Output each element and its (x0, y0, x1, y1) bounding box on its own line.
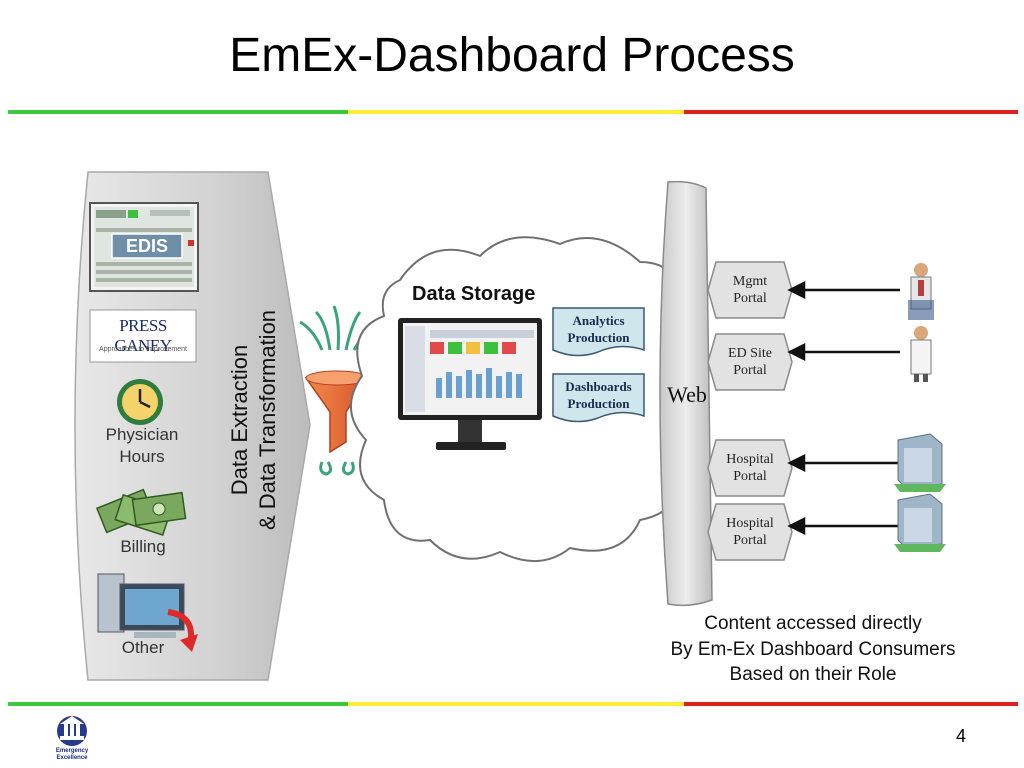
hospital-portal-tag-2 (707, 503, 793, 561)
web-label: Web (667, 382, 707, 407)
press-ganey-label: PRESS GANEY (114, 316, 173, 355)
money-icon (95, 488, 187, 537)
portal-hospital-2: Hospital Portal (708, 515, 792, 549)
monitor-icon (398, 318, 542, 450)
slide-title: EmEx-Dashboard Process (229, 29, 795, 82)
building-icon (894, 493, 946, 552)
portal-line-1: Hospital (726, 452, 774, 467)
analytics-production-doc (552, 307, 645, 357)
ed-site-portal-tag (707, 333, 793, 391)
logo-line-1: Emergency (55, 748, 89, 754)
billing-label: Billing (120, 537, 166, 556)
bottom-rule-red (684, 702, 1018, 706)
web-cylinder (659, 180, 713, 607)
portal-line-2: Portal (733, 533, 767, 548)
computer-icon (97, 573, 198, 652)
logo-text: Emergency Excellence (40, 748, 104, 762)
sources-panel (74, 171, 311, 681)
clock-icon (117, 379, 163, 425)
mgmt-portal-tag (707, 261, 793, 319)
analytics-line-1: Analytics (572, 313, 625, 328)
dashboards-production-doc (552, 373, 645, 423)
portal-line-2: Portal (733, 291, 767, 306)
extraction-line-2: & Data Transformation (255, 309, 280, 531)
edis-thumbnail (89, 202, 199, 292)
portal-mgmt: Mgmt Portal (708, 273, 792, 307)
caption-line-2: By Em-Ex Dashboard Consumers (670, 639, 956, 660)
person-icon (908, 263, 934, 320)
hospital-portal-tag-1 (707, 439, 793, 497)
bottom-rule-yellow (348, 702, 684, 706)
bottom-rule-green (8, 702, 348, 706)
analytics-production-label: Analytics Production (553, 312, 644, 346)
logo-line-2: Excellence (56, 755, 88, 761)
page-number: 4 (955, 726, 966, 746)
dashboards-line-2: Production (567, 396, 630, 411)
top-rule-yellow (348, 110, 684, 114)
dashboards-production-label: Dashboards Production (553, 378, 644, 412)
edis-label: EDIS (125, 236, 168, 256)
access-arrows (787, 280, 900, 536)
dashboards-line-1: Dashboards (565, 379, 632, 394)
top-rule-green (8, 110, 348, 114)
portal-ed-site: ED Site Portal (708, 345, 792, 379)
portal-hospital-1: Hospital Portal (708, 451, 792, 485)
physician-hours-label: Physician Hours (105, 425, 179, 466)
caption-line-1: Content accessed directly (704, 613, 922, 634)
building-icon (894, 433, 946, 492)
person-icon (910, 326, 932, 382)
extraction-line-1: Data Extraction (227, 344, 252, 496)
press-ganey-logo (89, 309, 197, 363)
data-storage-title: Data Storage (412, 283, 536, 305)
analytics-line-2: Production (567, 330, 630, 345)
data-transformation-label: & Data Transformation (255, 310, 281, 530)
portal-line-1: Hospital (726, 516, 774, 531)
data-extraction-label: Data Extraction (227, 345, 253, 495)
caption-line-3: Based on their Role (729, 664, 897, 685)
portal-line-2: Portal (733, 363, 767, 378)
other-label: Other (121, 638, 165, 657)
top-rule-red (684, 110, 1018, 114)
portal-line-1: Mgmt (732, 274, 768, 289)
portal-line-2: Portal (733, 469, 767, 484)
portal-line-1: ED Site (728, 346, 772, 361)
press-ganey-tagline: Approaches to Improvement (99, 346, 187, 353)
emergency-excellence-logo (57, 716, 87, 746)
